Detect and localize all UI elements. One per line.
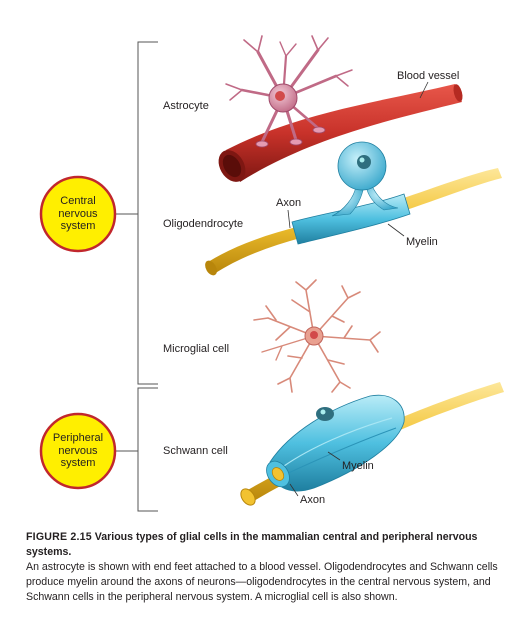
pns-axon xyxy=(240,382,504,506)
central-nervous-system-label: Central nervous system xyxy=(40,195,116,233)
pns-circle xyxy=(39,412,117,490)
axon-label-bottom: Axon xyxy=(300,494,326,506)
axon-label-top: Axon xyxy=(276,197,302,209)
myelin-label-bottom: Myelin xyxy=(342,460,374,472)
central-line-3: system xyxy=(60,220,96,232)
figure-title: Various types of glial cells in the mamm… xyxy=(26,531,478,558)
pns-bracket xyxy=(137,387,158,512)
astrocyte xyxy=(225,35,353,148)
glial-cells-illustration xyxy=(39,35,504,512)
oligodendrocyte xyxy=(331,141,399,217)
blood-vessel xyxy=(218,84,463,182)
astrocyte-label: Astrocyte xyxy=(163,100,209,112)
microglial-cell xyxy=(253,279,381,393)
central-line-1: Central xyxy=(60,195,96,207)
myelin-label-top: Myelin xyxy=(406,236,438,248)
peripheral-line-3: system xyxy=(60,457,96,469)
figure-caption: FIGURE 2.15 Various types of glial cells… xyxy=(26,530,506,605)
central-line-2: nervous xyxy=(58,207,98,220)
leader-lines xyxy=(287,81,429,497)
blood-vessel-label: Blood vessel xyxy=(397,70,460,82)
schwann-cell xyxy=(266,394,405,492)
cns-circle xyxy=(39,175,117,253)
caption-body: An astrocyte is shown with end feet atta… xyxy=(26,561,498,603)
schwann-cell-label: Schwann cell xyxy=(163,445,228,457)
peripheral-line-1: Peripheral xyxy=(52,432,104,444)
figure-number: FIGURE 2.15 xyxy=(26,531,92,543)
peripheral-nervous-system-label: Peripheral nervous system xyxy=(40,432,116,470)
cns-bracket xyxy=(137,41,158,385)
oligodendrocyte-label: Oligodendrocyte xyxy=(163,218,244,230)
caption-title: FIGURE 2.15 Various types of glial cells… xyxy=(26,530,506,560)
peripheral-line-2: nervous xyxy=(58,444,98,457)
microglial-cell-label: Microglial cell xyxy=(163,343,230,355)
